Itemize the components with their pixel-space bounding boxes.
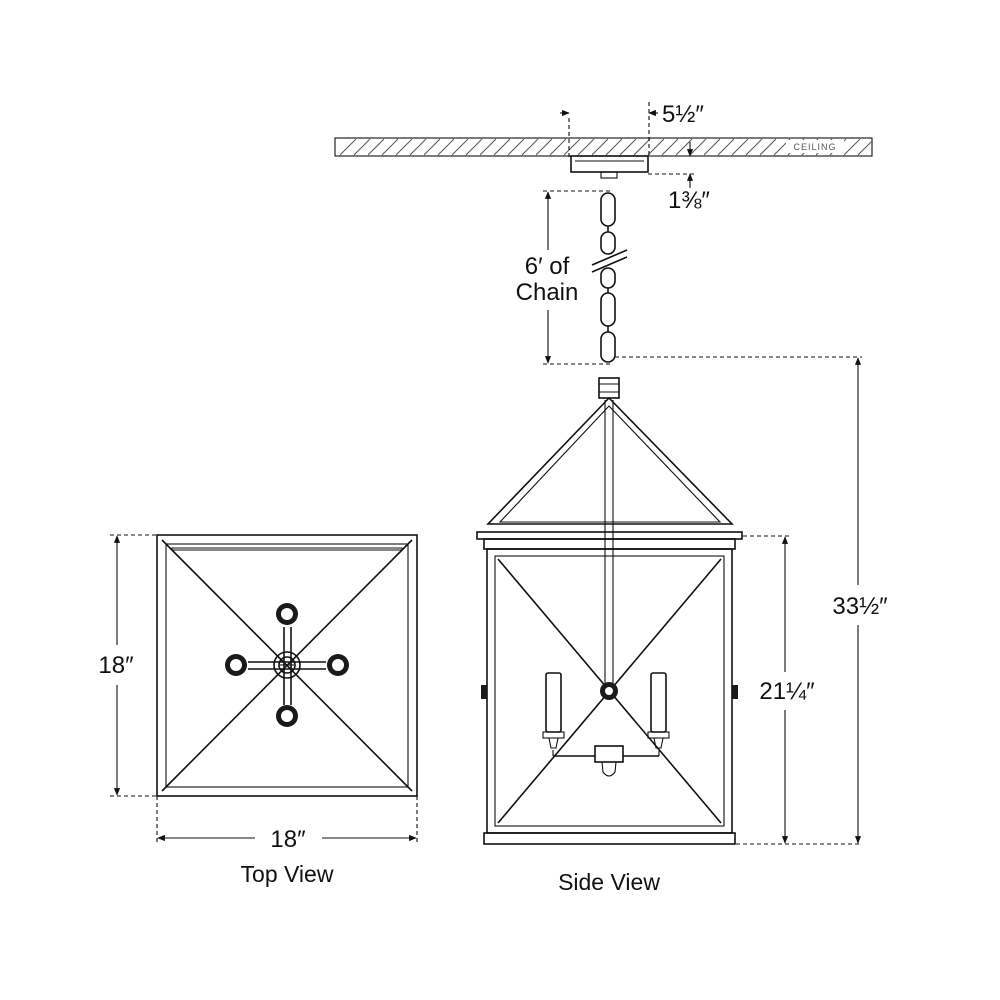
overall-height-label: 33½″	[832, 593, 888, 620]
ceiling-hatch-line	[535, 138, 553, 156]
ceiling-hatch-line	[423, 138, 441, 156]
body-height-label: 21¼″	[759, 678, 815, 705]
ceiling-hatch-line	[437, 138, 455, 156]
right-candle	[647, 672, 670, 749]
ceiling-hatch-line	[661, 138, 679, 156]
top-width-dimension: 18″	[156, 796, 418, 853]
ceiling-hatch-line	[731, 138, 749, 156]
ceiling-hatch-line	[339, 138, 357, 156]
canopy	[570, 155, 649, 179]
top-view-lantern	[156, 534, 418, 797]
chain-label-line2: Chain	[516, 279, 579, 306]
ceiling-hatch-line	[703, 138, 721, 156]
canopy-height-label: 1⅜″	[668, 187, 710, 214]
top-depth-dimension: 18″	[98, 534, 157, 797]
ceiling-hatch-line	[395, 138, 413, 156]
top-depth-label: 18″	[98, 652, 134, 679]
ceiling-hatch-line	[675, 138, 693, 156]
ceiling-hatch-line	[759, 138, 777, 156]
ceiling-hatch-line	[493, 138, 511, 156]
ceiling-hatch-line	[605, 138, 623, 156]
ceiling-hatch-line	[745, 138, 763, 156]
ceiling-hatch-line	[647, 138, 665, 156]
top-view-caption: Top View	[241, 861, 334, 887]
ceiling-hatch-line	[619, 138, 637, 156]
ceiling: CEILING	[334, 137, 873, 157]
side-view-lantern	[476, 377, 743, 845]
top-candle-cups	[225, 603, 349, 727]
left-candle	[542, 672, 565, 749]
ceiling-hatching	[339, 138, 872, 156]
ceiling-hatch-line	[353, 138, 371, 156]
ceiling-hatch-line	[563, 138, 581, 156]
ceiling-hatch-line	[409, 138, 427, 156]
canopy-height-dimension: 1⅜″	[648, 142, 710, 214]
ceiling-hatch-line	[843, 138, 861, 156]
ceiling-hatch-line	[367, 138, 385, 156]
canopy-width-dimension: 5½″	[560, 101, 704, 158]
ceiling-hatch-line	[549, 138, 567, 156]
ceiling-hatch-line	[577, 138, 595, 156]
ceiling-hatch-line	[451, 138, 469, 156]
ceiling-hatch-line	[465, 138, 483, 156]
ceiling-hatch-line	[591, 138, 609, 156]
ceiling-hatch-line	[479, 138, 497, 156]
ceiling-hatch-line	[507, 138, 525, 156]
chain-label-line1: 6′ of	[525, 253, 570, 280]
ceiling-hatch-line	[717, 138, 735, 156]
ceiling-label: CEILING	[793, 142, 836, 152]
ceiling-hatch-line	[521, 138, 539, 156]
chain	[591, 192, 628, 363]
side-view-caption: Side View	[558, 869, 660, 895]
body-height-dimension: 21¼″	[743, 535, 815, 844]
ceiling-hatch-line	[633, 138, 651, 156]
ceiling-hatch-line	[857, 141, 872, 156]
chain-length-dimension: 6′ of Chain	[516, 190, 612, 365]
ceiling-hatch-line	[689, 138, 707, 156]
canopy-width-label: 5½″	[662, 101, 704, 128]
top-width-label: 18″	[270, 826, 306, 853]
overall-height-dimension: 33½″	[615, 356, 888, 845]
ceiling-hatch-line	[381, 138, 399, 156]
